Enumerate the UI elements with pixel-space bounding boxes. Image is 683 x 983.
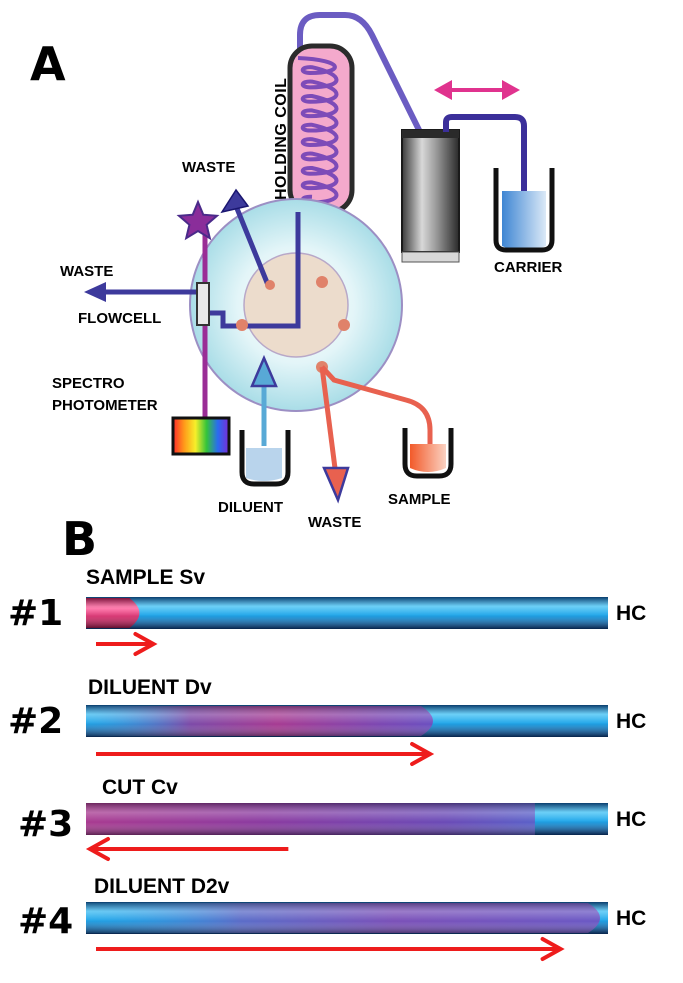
step-row: DILUENT D2v #4 HC xyxy=(18,875,646,961)
syringe-pump xyxy=(401,129,460,263)
waste-bottom-tube xyxy=(319,366,339,477)
step-row: SAMPLE Sv #1 HC xyxy=(8,566,646,656)
star-icon xyxy=(176,199,220,241)
diluent-label: DILUENT xyxy=(218,499,283,516)
coil-to-pump-tube xyxy=(297,12,423,134)
flowcell xyxy=(196,282,210,326)
carrier-label: CARRIER xyxy=(494,259,563,276)
waste-bottom-label: WASTE xyxy=(308,514,361,531)
panel-a-label: A xyxy=(30,37,66,91)
tube-shading xyxy=(86,803,608,835)
waste-top-label: WASTE xyxy=(182,159,235,176)
spectro-label-line2: PHOTOMETER xyxy=(52,397,158,414)
coil-to-valve-tube xyxy=(252,212,301,329)
tube-shading xyxy=(86,705,608,737)
flow-arrowhead xyxy=(410,742,435,766)
sample-line xyxy=(320,365,433,450)
panel-b-label: B xyxy=(62,512,97,566)
sample-label: SAMPLE xyxy=(388,491,451,508)
flow-arrowhead xyxy=(133,632,158,656)
step-title: DILUENT D2v xyxy=(94,875,230,898)
waste-left-label: WASTE xyxy=(60,263,113,280)
spectrophotometer xyxy=(171,416,231,456)
sample-reservoir xyxy=(402,428,454,479)
step-title: CUT Cv xyxy=(102,776,178,799)
step-number: #4 xyxy=(18,901,73,942)
holding-coil-abbrev: HC xyxy=(616,808,646,831)
step-number: #2 xyxy=(8,701,63,742)
pump-direction-double-arrow xyxy=(434,80,520,100)
tube-shading xyxy=(86,597,608,629)
valve-port xyxy=(265,280,275,290)
spectro-label-line1: SPECTRO xyxy=(52,375,125,392)
pump-to-carrier-tube xyxy=(443,114,527,215)
step-row: DILUENT Dv #2 HC xyxy=(8,676,646,766)
holding-coil-abbrev: HC xyxy=(616,907,646,930)
waste-top-tube xyxy=(233,205,271,286)
valve-port xyxy=(236,319,248,331)
diluent-arrowhead xyxy=(250,354,278,388)
holding-coil-abbrev: HC xyxy=(616,602,646,625)
step-number: #1 xyxy=(8,593,63,634)
valve-port xyxy=(338,319,350,331)
holding-coil xyxy=(287,43,355,215)
waste-top-arrowhead xyxy=(220,188,250,214)
flowcell-label: FLOWCELL xyxy=(78,310,161,327)
flow-arrowhead xyxy=(85,837,110,861)
valve-ports xyxy=(236,276,350,373)
tube-shading xyxy=(86,902,608,934)
valve-port xyxy=(316,276,328,288)
carrier-reservoir xyxy=(493,168,555,253)
step-title: SAMPLE Sv xyxy=(86,566,205,589)
step-number: #3 xyxy=(18,804,73,845)
step-title: DILUENT Dv xyxy=(88,676,212,699)
holding-coil-abbrev: HC xyxy=(616,710,646,733)
holding-coil-label: HOLDING COIL xyxy=(273,78,290,200)
waste-left-arrowhead xyxy=(84,282,106,302)
diluent-reservoir xyxy=(239,430,291,487)
flow-arrowhead xyxy=(540,937,565,961)
coil-spring xyxy=(297,56,339,205)
step-row: CUT Cv #3 HC xyxy=(18,776,646,861)
waste-bottom-arrowhead xyxy=(322,466,350,504)
